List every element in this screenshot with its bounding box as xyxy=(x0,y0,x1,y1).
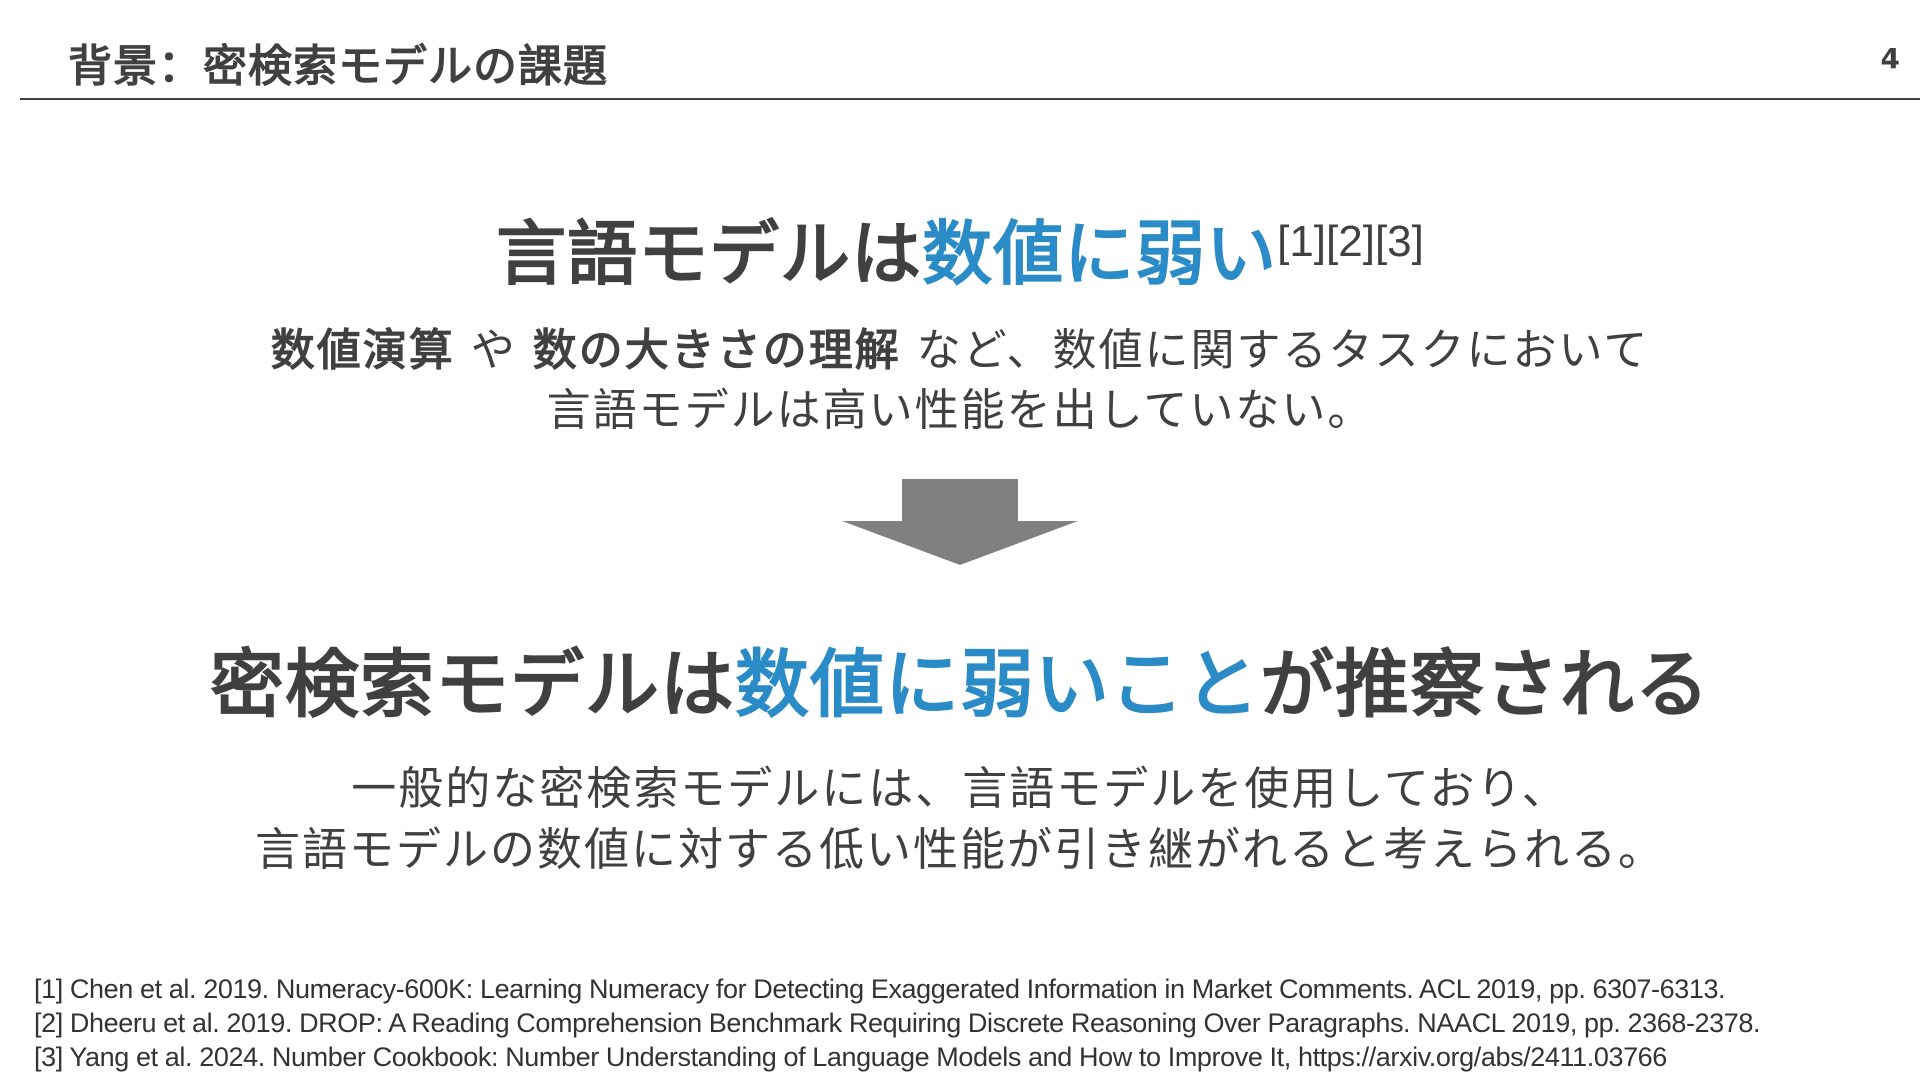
section2-heading: 密検索モデルは数値に弱いことが推察される xyxy=(0,625,1920,732)
section2-heading-accent: 数値に弱いこと xyxy=(735,642,1260,728)
reference-item: [2] Dheeru et al. 2019. DROP: A Reading … xyxy=(34,1008,1761,1038)
down-arrow-shape xyxy=(842,479,1078,565)
section1-bold-term-1: 数値演算 xyxy=(270,325,455,376)
section2-heading-plain-1: 密検索モデルは xyxy=(210,642,735,728)
page-number: 4 xyxy=(1880,42,1900,75)
section1-heading-accent: 数値に弱い xyxy=(922,213,1278,295)
reference-item: [3] Yang et al. 2024. Number Cookbook: N… xyxy=(34,1042,1667,1072)
section1-heading-plain: 言語モデルは xyxy=(496,213,923,295)
section1-citations: [1][2][3] xyxy=(1277,217,1424,266)
slide-title: 背景：密検索モデルの課題 xyxy=(68,41,608,92)
section1-bold-term-2: 数の大きさの理解 xyxy=(532,325,901,376)
section1-line1-rest: など、数値に関するタスクにおいて xyxy=(900,325,1650,376)
section1-connector: や xyxy=(454,325,533,376)
references: [1] Chen et al. 2019. Numeracy-600K: Lea… xyxy=(34,972,1761,1074)
section2-line2: 言語モデルの数値に対する低い性能が引き継がれると考えられる。 xyxy=(254,823,1665,876)
down-arrow-icon xyxy=(842,479,1078,565)
title-divider xyxy=(20,98,1920,100)
section1-heading: 言語モデルは数値に弱い[1][2][3] xyxy=(0,198,1920,299)
section1-line2: 言語モデルは高い性能を出していない。 xyxy=(546,385,1374,436)
reference-item: [1] Chen et al. 2019. Numeracy-600K: Lea… xyxy=(34,974,1726,1004)
section2-heading-plain-2: が推察される xyxy=(1260,642,1710,728)
section1-line1: 数値演算 や 数の大きさの理解 など、数値に関するタスクにおいて xyxy=(0,314,1920,378)
section2-line1: 一般的な密検索モデルには、言語モデルを使用しており、 xyxy=(351,762,1569,815)
